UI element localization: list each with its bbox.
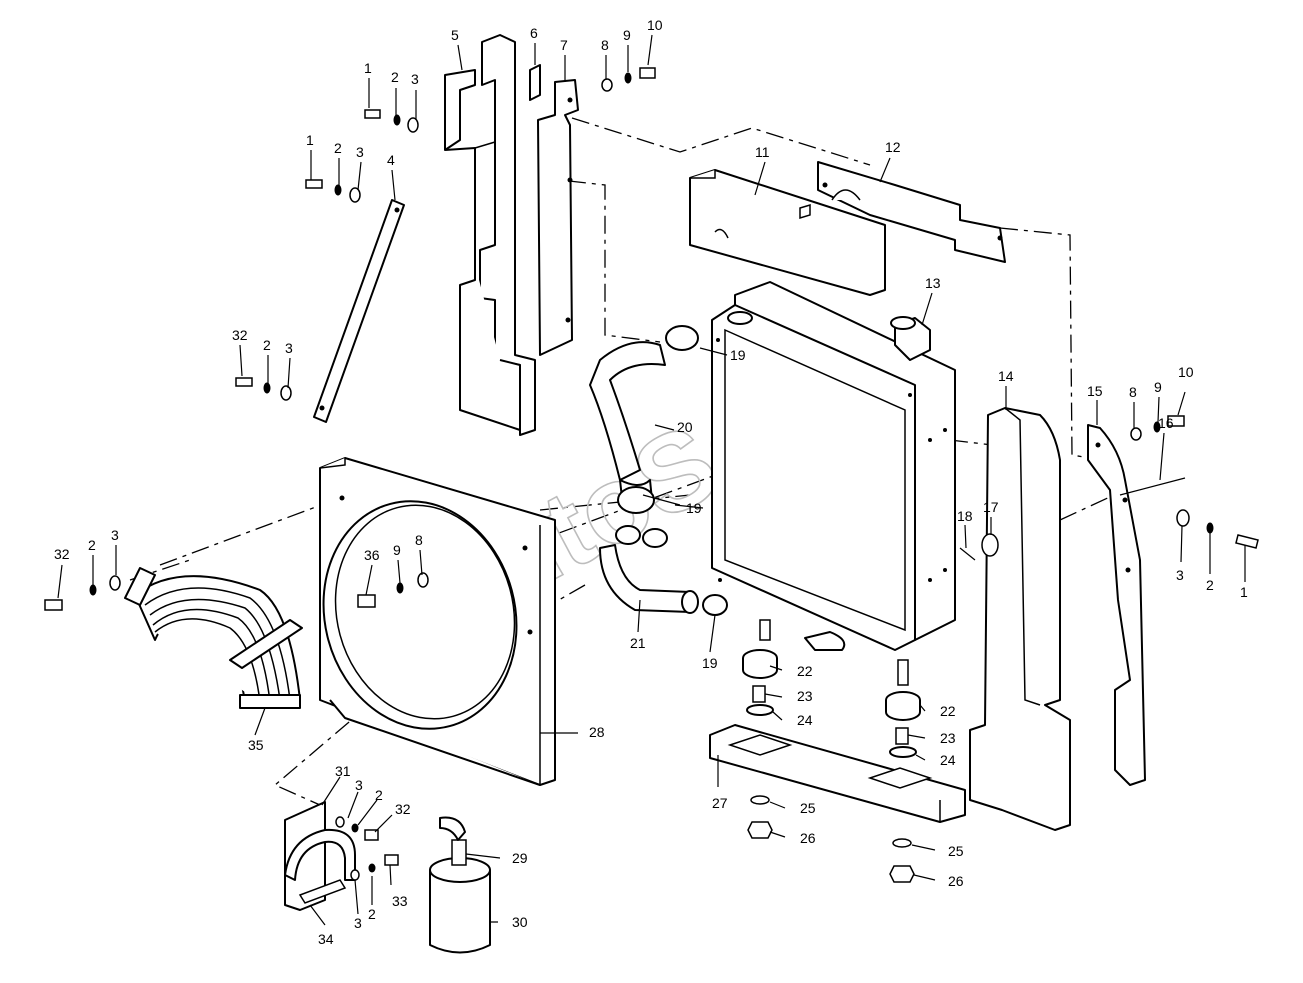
callout-35: 35 — [248, 737, 264, 753]
callout-32: 32 — [54, 546, 70, 562]
part-35-ribbed-duct — [124, 567, 303, 709]
callout-30: 30 — [512, 914, 528, 930]
callout-8: 8 — [1129, 384, 1137, 400]
callout-33: 33 — [392, 893, 408, 909]
callout-32: 32 — [232, 327, 248, 343]
callout-4: 4 — [387, 152, 395, 168]
callout-23: 23 — [940, 730, 956, 746]
callout-19: 19 — [702, 655, 718, 671]
callout-29: 29 — [512, 850, 528, 866]
callout-3: 3 — [355, 777, 363, 793]
part-7-bracket — [537, 79, 579, 356]
callout-36: 36 — [364, 547, 380, 563]
part-14-side-foam — [969, 407, 1071, 831]
part-28-fan-shroud — [319, 457, 556, 786]
callout-28: 28 — [589, 724, 605, 740]
callout-21: 21 — [630, 635, 646, 651]
part-15-side-bracket — [1087, 424, 1146, 786]
callout-8: 8 — [415, 532, 423, 548]
callout-24: 24 — [940, 752, 956, 768]
callout-12: 12 — [885, 139, 901, 155]
callout-27: 27 — [712, 795, 728, 811]
leader-lines — [57, 34, 1246, 926]
callout-3: 3 — [111, 527, 119, 543]
callout-15: 15 — [1087, 383, 1103, 399]
callout-2: 2 — [263, 337, 271, 353]
callout-25: 25 — [800, 800, 816, 816]
callout-18: 18 — [957, 508, 973, 524]
callout-2: 2 — [88, 537, 96, 553]
callout-19: 19 — [686, 500, 702, 516]
callout-3: 3 — [1176, 567, 1184, 583]
callout-24: 24 — [797, 712, 813, 728]
callout-3: 3 — [285, 340, 293, 356]
part-25-26-nuts — [747, 795, 915, 883]
callout-1: 1 — [306, 132, 314, 148]
part-12-plate — [817, 161, 1006, 263]
callout-2: 2 — [375, 787, 383, 803]
part-22-24-mounts — [742, 649, 921, 758]
callout-7: 7 — [560, 37, 568, 53]
callout-10: 10 — [647, 17, 663, 33]
callout-9: 9 — [1154, 379, 1162, 395]
callout-32: 32 — [395, 801, 411, 817]
part-13-radiator — [711, 281, 956, 686]
callout-11: 11 — [755, 144, 770, 160]
callout-2: 2 — [368, 906, 376, 922]
callout-17: 17 — [983, 499, 999, 515]
callout-labels: 1 2 3 5 6 7 8 9 10 1 2 3 4 11 12 13 32 2… — [54, 17, 1248, 947]
callout-1: 1 — [1240, 584, 1248, 600]
callout-26: 26 — [800, 830, 816, 846]
callout-31: 31 — [335, 763, 351, 779]
part-21-lower-hose — [599, 544, 699, 614]
fastener-hardware — [44, 67, 1259, 881]
callout-2: 2 — [391, 69, 399, 85]
callout-3: 3 — [411, 71, 419, 87]
part-4-brace — [313, 199, 405, 423]
part-27-base-rail — [709, 724, 966, 823]
callout-14: 14 — [998, 368, 1014, 384]
callout-34: 34 — [318, 931, 334, 947]
callout-3: 3 — [354, 915, 362, 931]
callout-2: 2 — [1206, 577, 1214, 593]
callout-22: 22 — [940, 703, 956, 719]
callout-13: 13 — [925, 275, 941, 291]
part-29-30-filter — [429, 816, 491, 954]
part-5-foam-seal — [444, 34, 536, 436]
part-11-foam-block — [689, 169, 886, 296]
callout-22: 22 — [797, 663, 813, 679]
callout-9: 9 — [623, 27, 631, 43]
callout-26: 26 — [948, 873, 964, 889]
part-19-hose-clamps — [615, 325, 728, 616]
callout-10: 10 — [1178, 364, 1194, 380]
callout-23: 23 — [797, 688, 813, 704]
callout-9: 9 — [393, 542, 401, 558]
callout-5: 5 — [451, 27, 459, 43]
callout-2: 2 — [334, 140, 342, 156]
callout-25: 25 — [948, 843, 964, 859]
callout-19: 19 — [730, 347, 746, 363]
callout-1: 1 — [364, 60, 372, 76]
callout-20: 20 — [677, 419, 693, 435]
part-6-pad — [529, 64, 541, 101]
callout-16: 16 — [1158, 415, 1174, 431]
callout-8: 8 — [601, 37, 609, 53]
callout-6: 6 — [530, 25, 538, 41]
part-31-34-filter-bracket — [284, 801, 356, 911]
callout-3: 3 — [356, 144, 364, 160]
